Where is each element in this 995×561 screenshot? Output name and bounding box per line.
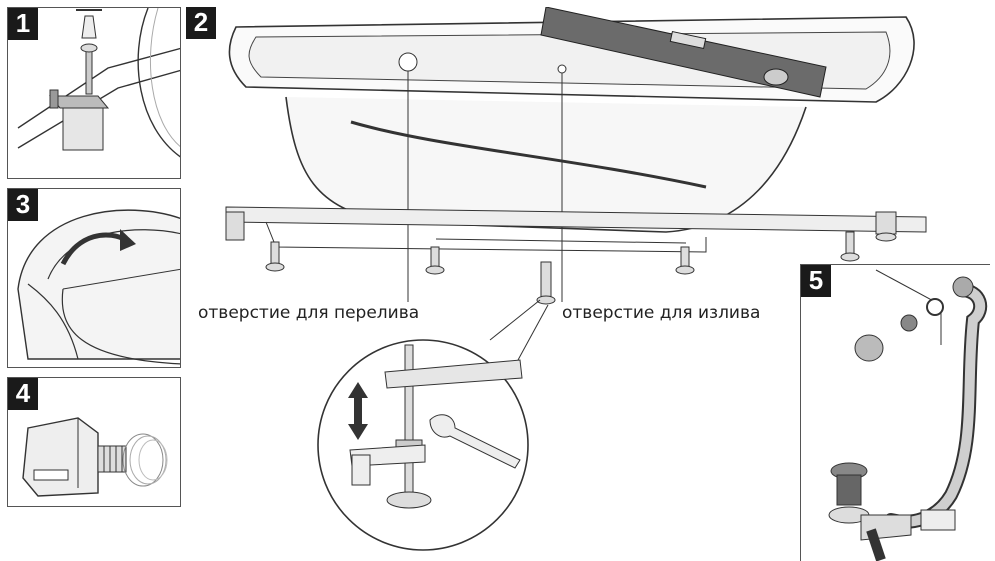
step-5-panel: 5 bbox=[800, 264, 990, 561]
overflow-hole-label: отверстие для перелива bbox=[198, 303, 420, 323]
step-3-panel: 3 bbox=[7, 188, 181, 368]
foot-cap-illustration bbox=[22, 417, 168, 497]
step-3-badge: 3 bbox=[8, 189, 38, 221]
drain-overflow-illustration bbox=[828, 269, 988, 561]
bathtub-illustration bbox=[225, 7, 927, 305]
step-1-panel: 1 bbox=[7, 7, 181, 179]
spirit-level bbox=[540, 7, 827, 98]
step-5-badge: 5 bbox=[801, 265, 831, 297]
step-2-panel: 2 bbox=[186, 7, 986, 307]
panel-edge-illustration bbox=[17, 209, 180, 365]
spout-hole-label: отверстие для излива bbox=[562, 303, 761, 323]
step-2-badge: 2 bbox=[186, 7, 216, 39]
screw-fastening-illustration bbox=[17, 8, 180, 158]
step-1-badge: 1 bbox=[8, 8, 38, 40]
step-4-badge: 4 bbox=[8, 378, 38, 410]
step-4-panel: 4 bbox=[7, 377, 181, 507]
